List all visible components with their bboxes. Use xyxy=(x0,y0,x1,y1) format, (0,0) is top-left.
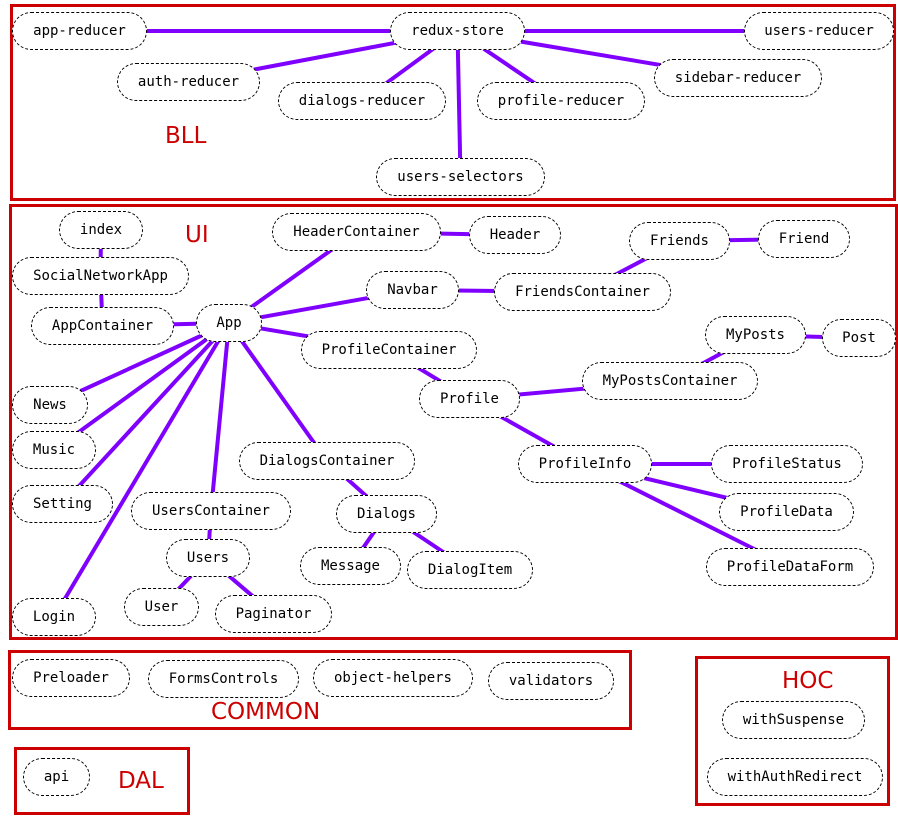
common-label: COMMON xyxy=(211,699,321,725)
node-login: Login xyxy=(12,598,96,636)
node-users-reducer: users-reducer xyxy=(744,12,894,50)
node-profile-info: ProfileInfo xyxy=(518,445,652,483)
node-app-reducer: app-reducer xyxy=(12,12,147,50)
node-app: App xyxy=(196,304,262,342)
node-friend: Friend xyxy=(758,220,850,258)
node-paginator: Paginator xyxy=(215,595,332,633)
node-with-auth-redirect: withAuthRedirect xyxy=(707,758,883,796)
node-sidebar-reducer: sidebar-reducer xyxy=(654,59,822,97)
node-header: Header xyxy=(469,216,561,254)
bll-frame xyxy=(10,4,896,201)
dal-label: DAL xyxy=(118,768,164,794)
node-redux-store: redux-store xyxy=(390,12,525,50)
node-profile-container: ProfileContainer xyxy=(301,331,477,369)
node-friends: Friends xyxy=(629,222,730,260)
node-friends-container: FriendsContainer xyxy=(494,273,671,311)
node-with-suspense: withSuspense xyxy=(722,701,865,739)
node-profile-status: ProfileStatus xyxy=(711,445,863,483)
node-my-posts-container: MyPostsContainer xyxy=(582,362,758,400)
node-api: api xyxy=(23,758,90,796)
node-preloader: Preloader xyxy=(12,659,130,697)
node-header-container: HeaderContainer xyxy=(272,213,441,251)
node-profile-data: ProfileData xyxy=(719,493,854,531)
edge-app-login xyxy=(52,321,231,619)
node-app-container: AppContainer xyxy=(31,307,174,345)
node-music: Music xyxy=(12,431,96,469)
node-profile-data-form: ProfileDataForm xyxy=(706,548,874,586)
node-profile-reducer: profile-reducer xyxy=(477,82,645,120)
node-validators: validators xyxy=(488,662,614,700)
node-users: Users xyxy=(166,539,250,577)
node-forms-controls: FormsControls xyxy=(148,660,299,698)
node-users-selectors: users-selectors xyxy=(376,158,545,196)
edge-app-setting xyxy=(61,321,231,506)
dal-frame xyxy=(14,747,190,815)
node-dialogs: Dialogs xyxy=(336,495,437,533)
hoc-label: HOC xyxy=(782,668,834,694)
edge-app-music xyxy=(52,321,231,452)
edge-app-users_container xyxy=(209,322,231,512)
ui-label: UI xyxy=(185,222,209,248)
node-news: News xyxy=(12,386,88,424)
node-auth-reducer: auth-reducer xyxy=(117,63,260,101)
common-frame xyxy=(8,650,632,730)
node-users-container: UsersContainer xyxy=(131,492,291,530)
node-social-network-app: SocialNetworkApp xyxy=(12,257,189,295)
bll-label: BLL xyxy=(165,123,207,149)
node-object-helpers: object-helpers xyxy=(313,659,473,697)
node-dialogs-reducer: dialogs-reducer xyxy=(278,82,446,120)
node-setting: Setting xyxy=(12,485,113,523)
node-navbar: Navbar xyxy=(366,271,459,309)
node-dialog-item: DialogItem xyxy=(407,551,533,589)
node-index: index xyxy=(59,211,143,249)
ui-frame xyxy=(9,204,898,640)
node-user: User xyxy=(124,588,199,626)
node-my-posts: MyPosts xyxy=(705,316,806,354)
hoc-frame xyxy=(695,656,890,806)
node-post: Post xyxy=(822,319,896,357)
node-profile: Profile xyxy=(419,380,520,418)
node-message: Message xyxy=(300,547,401,585)
edge-app-dialogs_container xyxy=(227,321,329,463)
edge-redux_store-users_selectors xyxy=(455,30,463,178)
node-dialogs-container: DialogsContainer xyxy=(239,442,415,480)
